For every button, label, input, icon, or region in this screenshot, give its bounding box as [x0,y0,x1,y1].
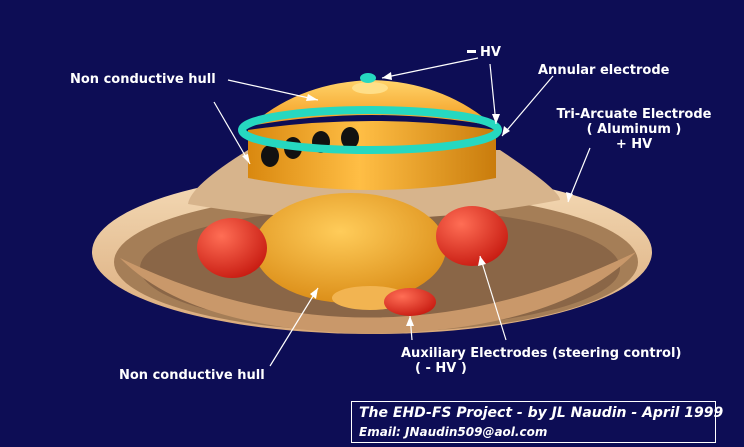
label-non-conductive-hull-bottom: Non conductive hull [119,368,265,383]
aux-electrode-left [197,218,267,278]
aux-electrode-bottom [384,288,436,316]
caption-box: The EHD-FS Project - by JL Naudin - Apri… [351,401,723,443]
tri-arcuate-line-1: Tri-Arcuate Electrode [556,107,712,122]
annular-electrode-ring [238,106,502,154]
label-auxiliary-electrodes: Auxiliary Electrodes (steering control) … [401,346,681,376]
leader-lines [213,57,591,367]
porthole-1 [261,145,279,167]
auxiliary-line-1: Auxiliary Electrodes (steering control) [401,346,682,361]
auxiliary-line-2: ( - HV ) [415,361,467,376]
arrowheads [242,72,573,326]
dome-cap [352,82,388,94]
caption-email: Email: JNaudin509@aol.com [359,425,548,439]
caption-title: The EHD-FS Project - by JL Naudin - Apri… [359,405,724,421]
minus-sign [467,50,476,53]
porthole-4 [341,127,359,149]
hull-band [248,121,496,190]
tri-arcuate-line-2: ( Aluminum ) [586,122,682,137]
aux-electrode-right [436,206,508,266]
label-non-conductive-hull-top: Non conductive hull [70,72,216,87]
label-tri-arcuate-electrode: Tri-Arcuate Electrode ( Aluminum ) + HV [546,107,722,152]
disc-lower-rim [120,252,636,334]
belly-hull [254,193,446,303]
label-annular-electrode: Annular electrode [538,63,670,78]
tri-arcuate-line-3: + HV [615,137,653,152]
top-electrode-tip [360,73,376,83]
label-minus-hv: HV [480,45,501,60]
